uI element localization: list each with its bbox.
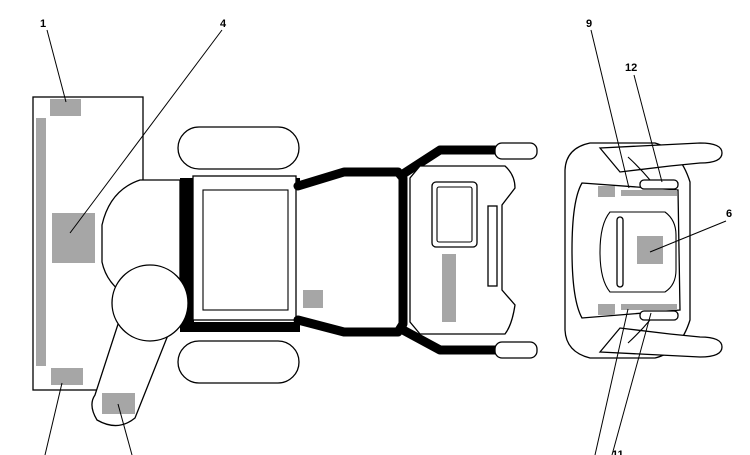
front-grip-upper — [627, 156, 651, 181]
front-inner-body — [571, 182, 681, 319]
machine-top-view — [32, 96, 538, 427]
callout-numbers: 1 4 9 12 6 11 — [40, 18, 732, 455]
callout-12: 12 — [625, 62, 637, 74]
label-patch-1 — [50, 99, 81, 116]
front-slot-upper — [639, 179, 679, 190]
label-patch-11 — [621, 304, 677, 310]
callout-leaders — [44, 29, 727, 455]
label-patch-frame — [303, 290, 323, 308]
label-patch-12 — [621, 190, 677, 196]
engine-cover-panel — [202, 189, 289, 311]
control-panel-window — [431, 181, 478, 248]
callout-11: 11 — [612, 449, 624, 455]
chassis-bar-bottom — [180, 322, 300, 332]
front-slot-vertical — [616, 216, 624, 288]
callout-6: 6 — [726, 208, 732, 220]
callout-4: 4 — [220, 18, 227, 30]
label-patch-6 — [637, 236, 663, 264]
machine-front-view — [564, 142, 723, 359]
tire-lower — [177, 340, 300, 384]
callout-9: 9 — [586, 18, 592, 30]
handle-grip-lower — [494, 341, 538, 359]
control-panel-window-inner — [436, 186, 473, 243]
front-handle-upper — [598, 142, 723, 173]
callout-1: 1 — [40, 18, 46, 30]
label-patch-bottom-left — [598, 304, 615, 315]
label-patch-bottom-blade — [51, 368, 83, 385]
front-inner-panel — [599, 211, 677, 293]
label-patch-chute — [102, 393, 135, 414]
front-slot-lower — [639, 310, 679, 321]
label-patch-panel — [442, 254, 456, 322]
frame-tube-handle-upper — [398, 145, 500, 179]
control-panel-side-rib — [487, 205, 498, 287]
engine-cover — [192, 175, 297, 321]
blade-edge-strip — [36, 118, 46, 366]
discharge-chute-hood — [111, 264, 189, 342]
tire-upper — [177, 126, 300, 170]
handle-grip-upper — [494, 142, 538, 160]
frame-tube-handle-lower — [398, 325, 500, 355]
frame-tube-outer — [293, 167, 408, 337]
label-patch-4 — [52, 213, 95, 263]
front-handle-lower — [598, 327, 723, 358]
label-patch-9 — [598, 186, 615, 197]
